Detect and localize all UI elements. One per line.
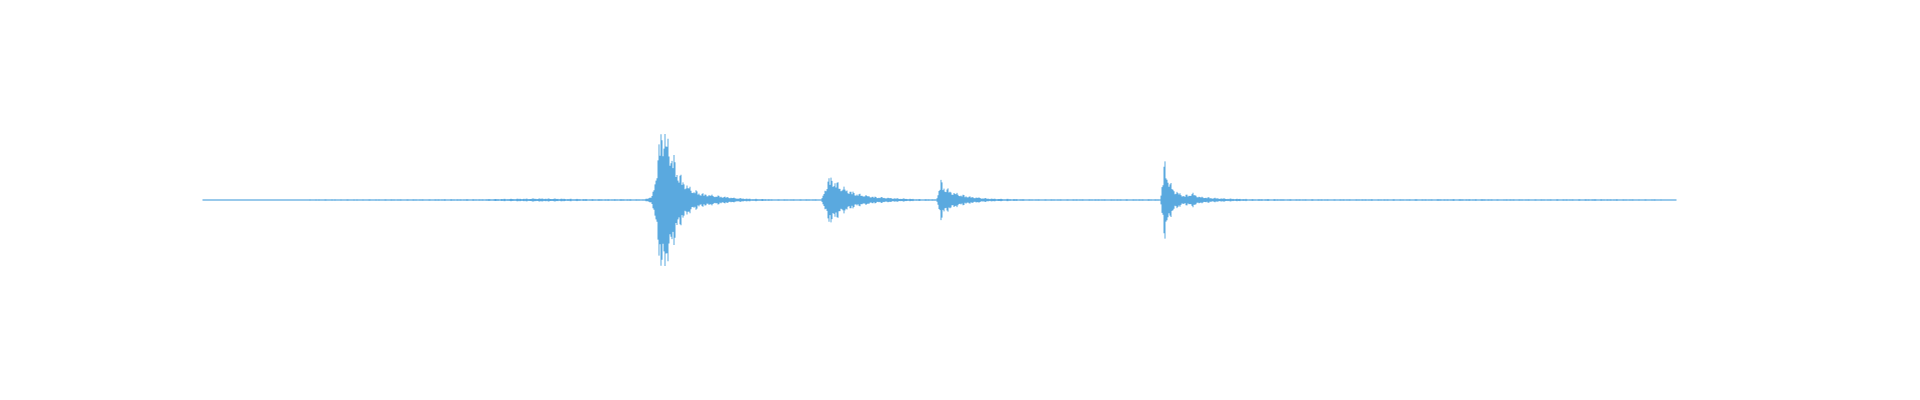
waveform-bars [202, 134, 1677, 266]
